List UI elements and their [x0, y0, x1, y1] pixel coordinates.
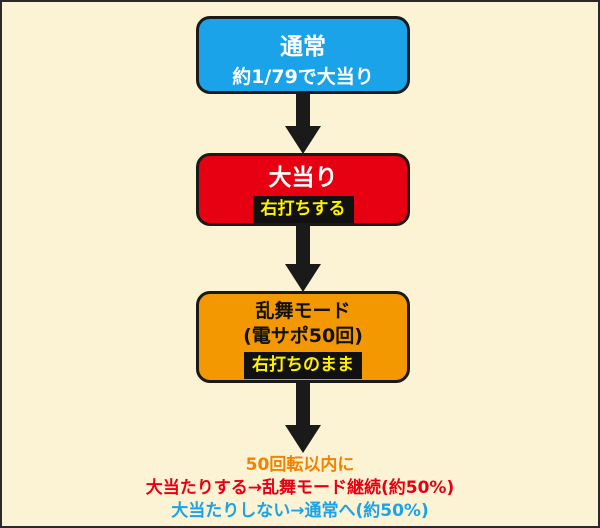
outcome-notes: 50回転以内に 大当たりする→乱舞モード継続(約50%) 大当たりしない→通常へ… [2, 454, 598, 523]
down-arrow-icon [285, 94, 321, 154]
down-arrow-icon [285, 226, 321, 292]
down-arrow-icon [285, 383, 321, 453]
note-return: 大当たりしない→通常へ(約50%) [171, 501, 429, 521]
rush-mode-box: 乱舞モード (電サポ50回) 右打ちのまま [196, 291, 410, 383]
normal-state-box: 通常 約1/79で大当り [196, 16, 410, 94]
note-continue: 大当たりする→乱舞モード継続(約50%) [145, 478, 455, 498]
jackpot-state-box: 大当り 右打ちする [196, 153, 410, 226]
jackpot-state-title: 大当り [268, 165, 338, 191]
normal-state-title: 通常 [280, 34, 326, 60]
rush-mode-spins: (電サポ50回) [243, 325, 363, 347]
rush-instruction-tag: 右打ちのまま [244, 352, 362, 379]
normal-state-odds: 約1/79で大当り [232, 66, 374, 88]
rush-mode-title: 乱舞モード [255, 300, 351, 322]
note-condition: 50回転以内に [245, 455, 355, 475]
jackpot-instruction-tag: 右打ちする [252, 196, 354, 223]
